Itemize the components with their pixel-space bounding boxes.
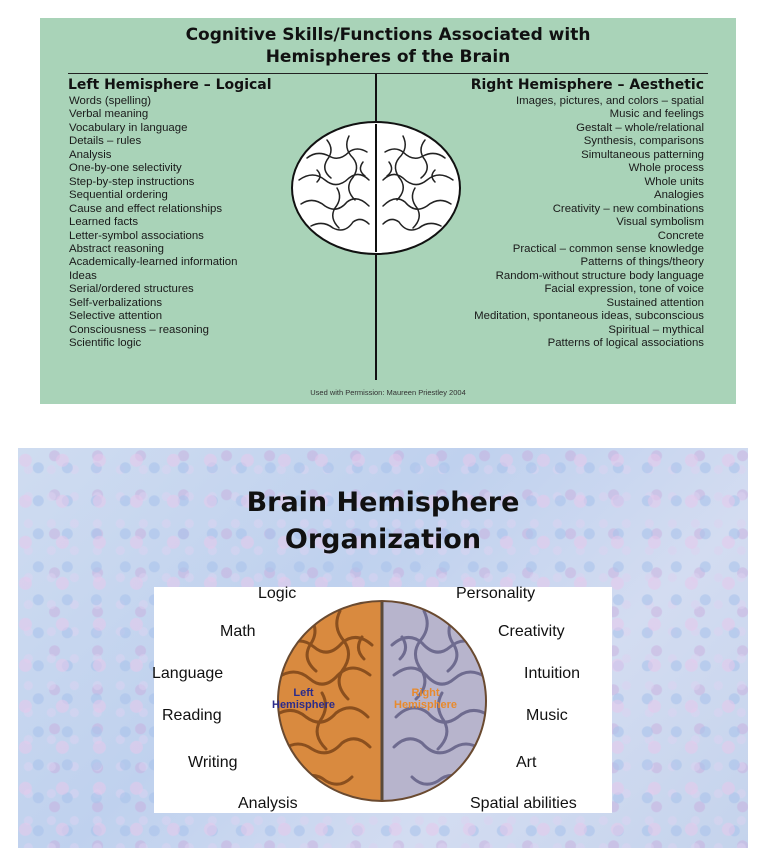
title-line-1: Cognitive Skills/Functions Associated wi… bbox=[185, 25, 591, 45]
heading-rule bbox=[68, 73, 708, 74]
list-item: Learned facts bbox=[69, 216, 139, 229]
permission-credit: Used with Permission: Maureen Priestley … bbox=[310, 388, 466, 397]
list-item: Facial expression, tone of voice bbox=[544, 283, 704, 296]
list-item: Ideas bbox=[69, 269, 97, 282]
label-logic: Logic bbox=[258, 585, 297, 602]
list-item: Synthesis, comparisons bbox=[583, 135, 704, 148]
label-intuition: Intuition bbox=[524, 665, 581, 682]
list-item: Analysis bbox=[69, 148, 112, 161]
label-writing: Writing bbox=[188, 754, 238, 771]
cognitive-skills-slide: Cognitive Skills/Functions Associated wi… bbox=[40, 18, 736, 404]
left-hemisphere-label: Left Hemisphere bbox=[272, 687, 335, 711]
label-spatial-abilities: Spatial abilities bbox=[470, 795, 577, 812]
list-item: Practical – common sense knowledge bbox=[512, 242, 704, 255]
list-item: Whole units bbox=[644, 175, 704, 188]
list-item: Serial/ordered structures bbox=[69, 283, 194, 296]
brain-diagram-panel: Logic Math Language Reading Writing Anal… bbox=[152, 585, 612, 813]
list-item: Images, pictures, and colors – spatial bbox=[515, 95, 704, 107]
brain-top-view-icon bbox=[291, 121, 461, 255]
title-line-1: Brain Hemisphere bbox=[246, 487, 520, 518]
list-item: Creativity – new combinations bbox=[552, 202, 704, 215]
list-item: Gestalt – whole/relational bbox=[576, 121, 704, 134]
list-item: Vocabulary in language bbox=[69, 121, 188, 134]
label-personality: Personality bbox=[456, 585, 536, 602]
list-item: Consciousness – reasoning bbox=[69, 323, 209, 336]
list-item: Analogies bbox=[653, 189, 704, 202]
left-hemisphere-label-line-2: Hemisphere bbox=[272, 699, 335, 711]
list-item: Patterns of logical associations bbox=[547, 337, 704, 350]
list-item: Sequential ordering bbox=[69, 189, 168, 202]
label-music: Music bbox=[526, 707, 568, 724]
right-hemisphere-heading: Right Hemisphere – Aesthetic bbox=[470, 77, 704, 93]
label-language: Language bbox=[152, 665, 224, 682]
list-item: Visual symbolism bbox=[616, 216, 704, 229]
brain-hemisphere-slide: Brain Hemisphere Organization Logic Math… bbox=[18, 448, 748, 848]
list-item: Patterns of things/theory bbox=[580, 256, 704, 269]
left-hemisphere-label-line-1: Left bbox=[293, 687, 314, 699]
label-analysis: Analysis bbox=[238, 795, 298, 812]
list-item: Random-without structure body language bbox=[495, 269, 704, 282]
right-hemisphere-label: Right Hemisphere bbox=[394, 687, 457, 711]
list-item: Simultaneous patterning bbox=[581, 148, 704, 161]
label-creativity: Creativity bbox=[498, 623, 565, 640]
list-item: Cause and effect relationships bbox=[69, 202, 223, 215]
list-item: Sustained attention bbox=[606, 296, 704, 309]
list-item: Whole process bbox=[628, 162, 704, 175]
list-item: Self-verbalizations bbox=[69, 296, 163, 309]
list-item: Spiritual – mythical bbox=[608, 323, 704, 336]
title-line-2: Organization bbox=[284, 524, 482, 555]
list-item: Meditation, spontaneous ideas, subconsci… bbox=[474, 310, 704, 323]
title-line-2: Hemispheres of the Brain bbox=[265, 47, 511, 67]
brain-hemispheres-icon bbox=[277, 600, 487, 802]
list-item: Selective attention bbox=[69, 310, 163, 323]
list-item: Verbal meaning bbox=[69, 108, 149, 121]
label-math: Math bbox=[220, 623, 256, 640]
label-art: Art bbox=[516, 754, 537, 771]
right-hemisphere-label-line-2: Hemisphere bbox=[394, 699, 457, 711]
list-item: Concrete bbox=[657, 229, 704, 242]
list-item: Academically-learned information bbox=[69, 256, 238, 269]
list-item: Details – rules bbox=[69, 135, 142, 148]
list-item: Music and feelings bbox=[609, 108, 704, 121]
list-item: Letter-symbol associations bbox=[69, 229, 204, 242]
slide-title: Cognitive Skills/Functions Associated wi… bbox=[40, 24, 736, 68]
right-skills-list: Images, pictures, and colors – spatial M… bbox=[474, 95, 704, 351]
label-reading: Reading bbox=[162, 707, 222, 724]
right-hemisphere-label-line-1: Right bbox=[411, 687, 440, 699]
list-item: One-by-one selectivity bbox=[69, 162, 182, 175]
list-item: Words (spelling) bbox=[69, 95, 152, 107]
list-item: Scientific logic bbox=[69, 337, 142, 350]
left-hemisphere-heading: Left Hemisphere – Logical bbox=[68, 77, 272, 93]
list-item: Step-by-step instructions bbox=[69, 175, 195, 188]
list-item: Abstract reasoning bbox=[69, 242, 164, 255]
slide-title: Brain Hemisphere Organization bbox=[18, 484, 748, 558]
left-skills-list: Words (spelling) Verbal meaning Vocabula… bbox=[69, 95, 237, 351]
